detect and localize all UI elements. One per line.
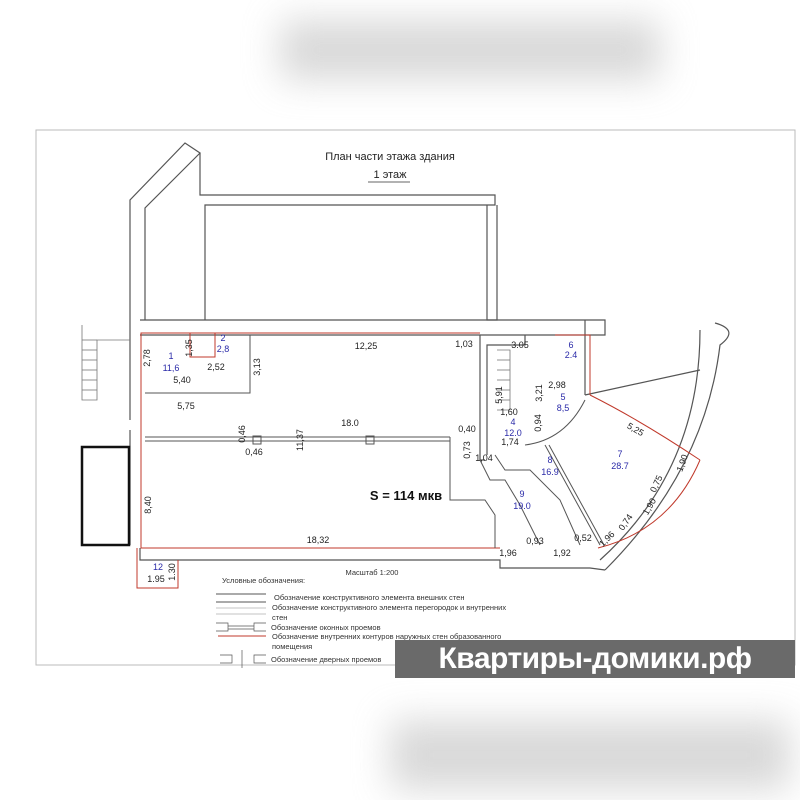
room-area: 2,8 — [217, 344, 230, 354]
dimension: 0,93 — [526, 536, 544, 546]
dimension: 0,46 — [237, 425, 247, 443]
dimension: 1.95 — [147, 574, 165, 584]
room-number: 9 — [519, 489, 524, 499]
dimension: 5,91 — [494, 386, 504, 404]
room-number: 6 — [568, 340, 573, 350]
room-number: 5 — [560, 392, 565, 402]
sheet-border — [35, 129, 796, 666]
dimension: 1.30 — [167, 563, 177, 581]
dimension: 12,25 — [355, 341, 378, 351]
room-area: 28.7 — [611, 461, 629, 471]
dimension: 2,78 — [142, 349, 152, 367]
dimension: 0,52 — [574, 533, 592, 543]
scale-label: Масштаб 1:200 — [346, 568, 399, 577]
dimension: 0,74 — [616, 512, 634, 532]
dimension: 5,40 — [173, 375, 191, 385]
partitions — [145, 335, 605, 548]
room-contours — [136, 332, 701, 589]
legend-item: стен — [272, 613, 287, 622]
dimension: 1,60 — [500, 407, 518, 417]
dimension: 11,37 — [295, 429, 305, 451]
room-number: 1 — [168, 351, 173, 361]
legend-item: Обозначение оконных проемов — [271, 623, 381, 632]
annex-block — [80, 445, 131, 547]
room-area: 2.4 — [565, 350, 578, 360]
outer-walls — [129, 142, 730, 571]
legend: Условные обозначения: Обозначение констр… — [216, 576, 506, 668]
dimensions: 2,78 1,35 2,52 5,40 3,13 12,25 1,03 5,75… — [142, 339, 690, 584]
total-area: S = 114 мкв — [370, 488, 442, 503]
room-number: 8 — [547, 455, 552, 465]
legend-title: Условные обозначения: — [222, 576, 305, 585]
dimension: 8,40 — [143, 496, 153, 514]
dimension: 1,74 — [501, 437, 519, 447]
dimension: 1,90 — [674, 453, 689, 473]
room-area: 12.0 — [504, 428, 522, 438]
dimension: 0,40 — [458, 424, 476, 434]
dimension: 0,73 — [462, 441, 472, 459]
room-labels: 1 11,6 22,8 412.0 58,5 62.4 7 28.7 8 16.9 9… — [153, 333, 629, 572]
legend-item: Обозначение конструктивного элемента вне… — [274, 593, 464, 602]
blurred-top-background — [280, 20, 660, 80]
legend-item: Обозначение внутренних контуров наружных… — [272, 632, 501, 641]
dimension: 1,90 — [641, 496, 658, 516]
legend-item: Обозначение конструктивного элемента пер… — [272, 603, 506, 612]
dimension: 1,96 — [597, 529, 616, 548]
room-number: 7 — [617, 449, 622, 459]
room-number: 4 — [510, 417, 515, 427]
room-number: 12 — [153, 562, 163, 572]
dimension: 18,32 — [307, 535, 330, 545]
dimension: 0,94 — [533, 414, 543, 432]
dimension: 0,46 — [245, 447, 263, 457]
room-number: 2 — [220, 333, 225, 343]
dimension: 5,75 — [177, 401, 195, 411]
blurred-bottom-background — [390, 720, 790, 790]
plan-floor: 1 этаж — [374, 169, 408, 181]
dimension: 18.0 — [341, 418, 359, 428]
plan-title: План части этажа здания — [325, 151, 455, 163]
stairs — [81, 325, 511, 411]
dimension: 1,03 — [455, 339, 473, 349]
dimension: 3,13 — [252, 358, 262, 376]
dimension: 1,92 — [553, 548, 571, 558]
dimension: 2,52 — [207, 362, 225, 372]
dimension: 1,35 — [184, 339, 194, 357]
dimension: 1,04 — [475, 453, 493, 463]
room-area: 16.9 — [541, 467, 559, 477]
room-area: 19.0 — [513, 501, 531, 511]
room-area: 8,5 — [557, 403, 570, 413]
room-area: 11,6 — [163, 363, 180, 373]
watermark: Квартиры-домики.рф — [395, 640, 795, 678]
dimension: 1,96 — [499, 548, 517, 558]
dimension: 2,98 — [548, 380, 566, 390]
dimension: 3,21 — [534, 384, 544, 402]
legend-item: Обозначение дверных проемов — [271, 655, 381, 664]
legend-item: помещения — [272, 642, 312, 651]
dimension: 3.05 — [511, 340, 529, 350]
